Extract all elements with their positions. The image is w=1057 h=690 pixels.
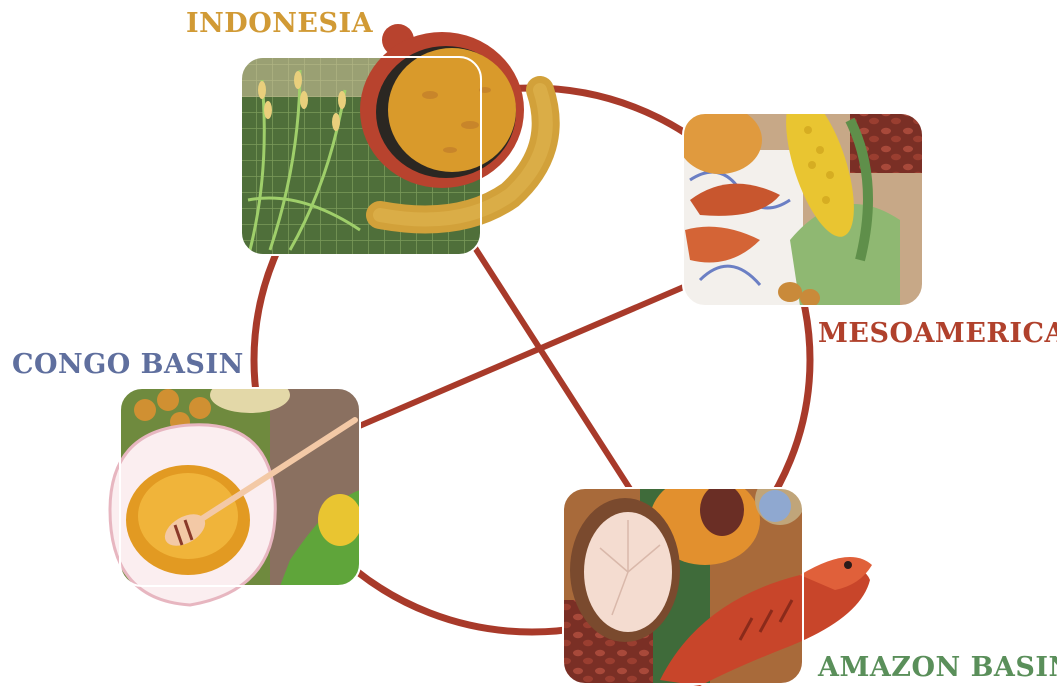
connector-mesoamerica-congo — [350, 280, 700, 430]
indonesia-illustration — [241, 24, 546, 255]
mesoamerica-illustration — [678, 86, 923, 307]
connector-indonesia-amazon — [470, 240, 650, 520]
region-label-indonesia: INDONESIA — [186, 8, 373, 39]
cassava-icon — [570, 498, 680, 642]
region-label-amazon-basin: AMAZON BASIN — [818, 652, 1057, 683]
region-label-congo-basin: CONGO BASIN — [12, 349, 244, 380]
squash-icon — [678, 106, 762, 174]
clay-bowl-icon — [360, 24, 524, 188]
region-label-mesoamerica: MESOAMERICA — [818, 318, 1057, 349]
congo-basin-illustration — [110, 377, 362, 605]
